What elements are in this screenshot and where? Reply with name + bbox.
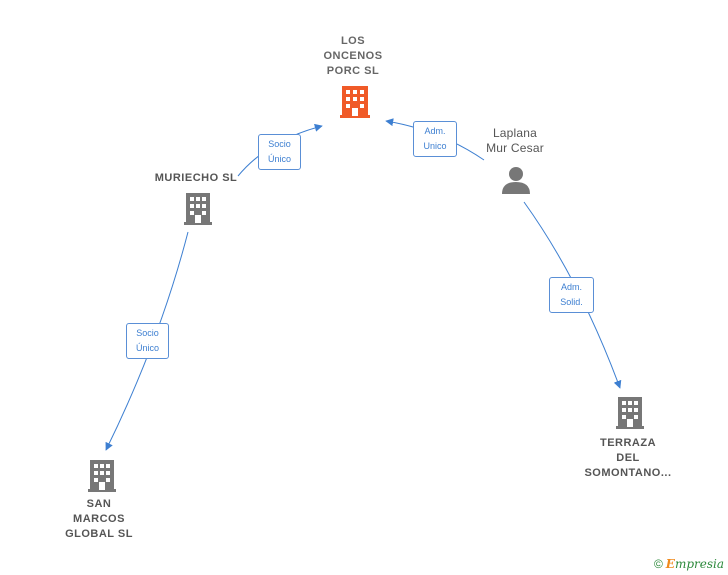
relation-label-socio-unico-2: Socio Único — [126, 323, 169, 359]
terraza-building-icon — [616, 397, 644, 429]
san-marcos-building-icon — [88, 460, 116, 492]
muriecho-building-icon — [184, 193, 212, 225]
muriecho-company-label[interactable]: MURIECHO SL — [154, 172, 238, 184]
focus-building-icon — [340, 86, 370, 118]
san-marcos-company-label[interactable]: SAN MARCOS GLOBAL SL — [65, 498, 133, 540]
relation-label-adm-unico: Adm. Unico — [413, 121, 457, 157]
relation-label-socio-unico: Socio Único — [258, 134, 301, 170]
copyright-symbol: © — [653, 557, 663, 571]
person-icon — [502, 167, 530, 194]
brand-name: mpresia — [674, 557, 724, 571]
focus-company-label[interactable]: LOS ONCENOS PORC SL — [323, 35, 383, 77]
person-label[interactable]: Laplana Mur Cesar — [486, 126, 544, 155]
empresia-logo[interactable]: ©Empresia — [654, 557, 724, 571]
relation-label-adm-solid: Adm. Solid. — [549, 277, 594, 313]
terraza-company-label[interactable]: TERRAZA DEL SOMONTANO... — [584, 437, 672, 479]
brand-initial: E — [665, 557, 675, 571]
